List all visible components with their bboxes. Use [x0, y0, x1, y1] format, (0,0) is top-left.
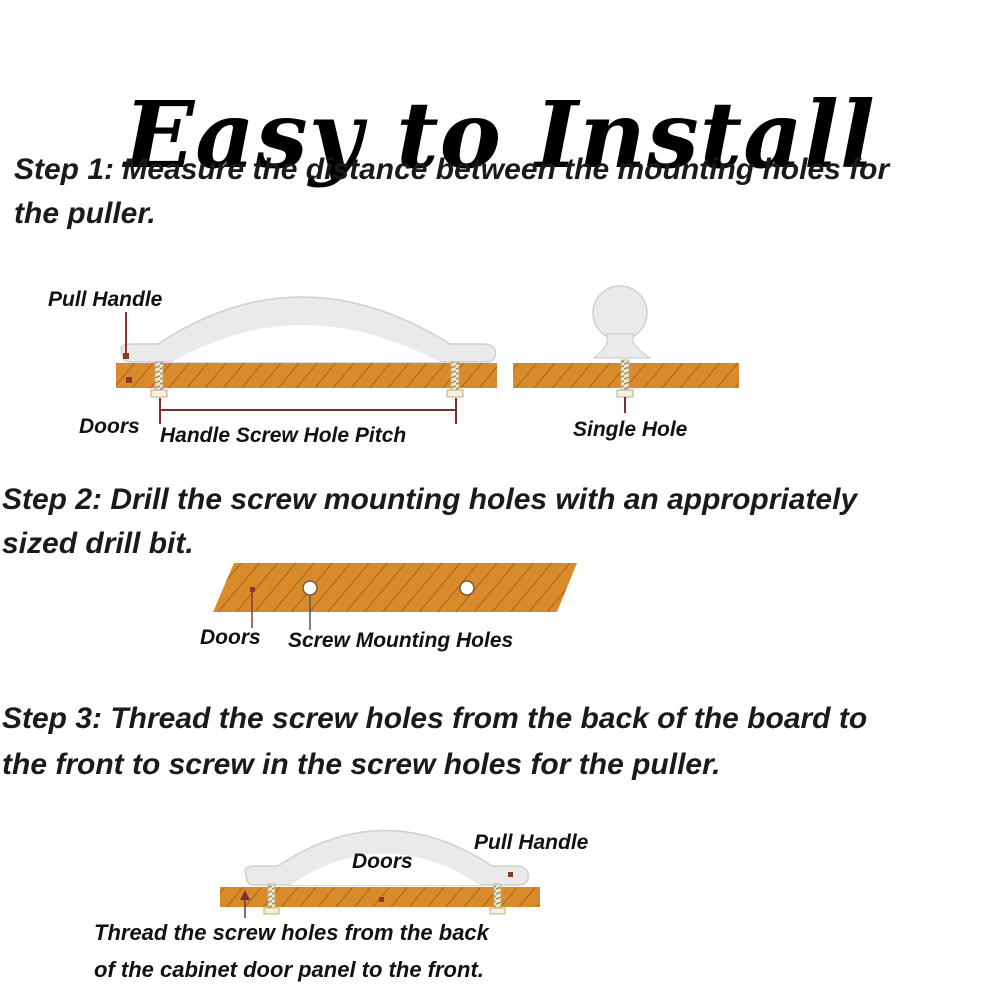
marker-pull-handle [123, 353, 129, 359]
screw-right [450, 361, 460, 393]
step-2-text: Step 2: Drill the screw mounting holes w… [2, 478, 857, 566]
step-1-line-2: the puller. [14, 197, 156, 230]
note-line-1: Thread the screw holes from the back [94, 920, 489, 945]
drill-hole-left [302, 580, 318, 596]
label-doors-2: Doors [200, 626, 261, 649]
marker-pull-handle-3 [508, 872, 513, 877]
knob-screw [620, 359, 630, 393]
label-hole-pitch: Handle Screw Hole Pitch [160, 424, 407, 447]
label-pull-handle: Pull Handle [48, 288, 163, 311]
step-3-line-2: the front to screw in the screw holes fo… [2, 748, 721, 781]
pull-handle-inner-arch-3 [290, 853, 480, 885]
label-pull-handle-3: Pull Handle [474, 831, 589, 854]
label-mounting-holes: Screw Mounting Holes [288, 629, 514, 652]
step-2-line-1: Step 2: Drill the screw mounting holes w… [2, 483, 858, 516]
step-3-line-1: Step 3: Thread the screw holes from the … [2, 702, 868, 735]
screw-left [154, 361, 164, 393]
screw-3-right [493, 883, 502, 911]
screw-right-head [446, 389, 464, 398]
door-board-1 [116, 363, 497, 388]
door-board-3 [213, 563, 577, 612]
knob-screw-head [616, 389, 634, 398]
label-doors-3: Doors [352, 850, 413, 873]
screw-left-head [150, 389, 168, 398]
step-2-line-2: sized drill bit. [2, 527, 194, 560]
pull-handle-inner-arch [172, 325, 440, 362]
step-1-line-1: Step 1: Measure the distance between the… [14, 153, 890, 186]
page-title: Easy to Install [124, 80, 876, 189]
label-single-hole: Single Hole [573, 418, 688, 441]
drill-hole-right [459, 580, 475, 596]
marker-doors-1 [126, 377, 132, 383]
marker-doors-2 [250, 587, 255, 592]
knob-stem [592, 333, 653, 359]
screw-3-left [267, 883, 276, 911]
diagram-2-drilled-board [213, 563, 577, 630]
arrow-head-up [240, 890, 250, 900]
note-line-2: of the cabinet door panel to the front. [94, 957, 484, 982]
screw-3-left-head [263, 907, 280, 915]
screw-3-right-head [489, 907, 506, 915]
diagram-1-single-hole-knob [513, 285, 739, 413]
step-3-text: Step 3: Thread the screw holes from the … [2, 696, 867, 788]
marker-doors-3 [379, 897, 384, 902]
step-1-text: Step 1: Measure the distance between the… [14, 148, 889, 236]
knob-head [592, 285, 648, 341]
diagram-3-installed-handle [220, 829, 540, 918]
diagram-1-handle-assembly [116, 296, 497, 424]
label-doors-1: Doors [79, 415, 140, 438]
